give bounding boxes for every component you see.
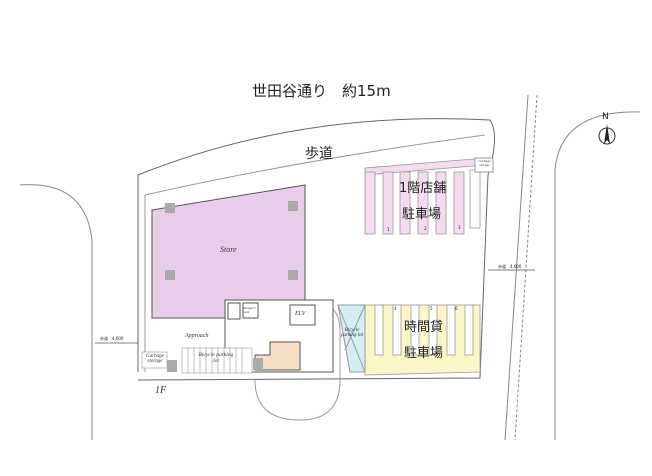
hourly-parking-line1: 時間貸 [404, 320, 444, 335]
hourly-parking-line2: 駐車場 [404, 346, 444, 361]
sidewalk-label: 歩道 [305, 146, 333, 162]
garbage-right-box [474, 157, 494, 173]
inner-boundary [144, 134, 486, 372]
store-parking-spaces [364, 157, 486, 235]
north-arrow [598, 124, 616, 145]
space-number: 1 [387, 227, 390, 232]
space-number: 4 [394, 306, 397, 311]
floor-label: 1F [155, 385, 167, 396]
road-line-right-b [514, 94, 538, 441]
store-label: Store [220, 245, 237, 254]
managers-room-label: Manager's room [243, 306, 256, 314]
car-turn-curve [254, 299, 341, 421]
space-number: 2 [424, 226, 427, 231]
lot-boundary [137, 118, 495, 381]
bicycle-right-label: Bicycle parking lot [340, 328, 364, 338]
space-number: 5 [430, 306, 433, 311]
dimension-right: 歩道 4,000 [498, 264, 522, 269]
garbage-right-label: Garbage storage [478, 159, 491, 167]
dimension-left: 歩道 4,000 [100, 336, 124, 341]
road-left-curve [19, 184, 93, 440]
garbage-left-label: Garbage storage [146, 354, 164, 364]
north-label: N [602, 112, 609, 122]
bicycle-left-label: Bicycle parking lot [198, 352, 234, 364]
store-parking-line1: 1階店舗 [399, 181, 447, 196]
elevator-label: ELV [295, 311, 306, 317]
road-line-right-a [504, 94, 529, 441]
space-number: 3 [458, 225, 461, 230]
approach-label: Approach [185, 333, 209, 339]
store-parking-line2: 駐車場 [402, 207, 442, 222]
street-title: 世田谷通り 約15m [252, 82, 391, 100]
bicycle-left-area [181, 347, 253, 374]
road-right-curve [554, 111, 641, 440]
space-number: 6 [455, 306, 458, 311]
